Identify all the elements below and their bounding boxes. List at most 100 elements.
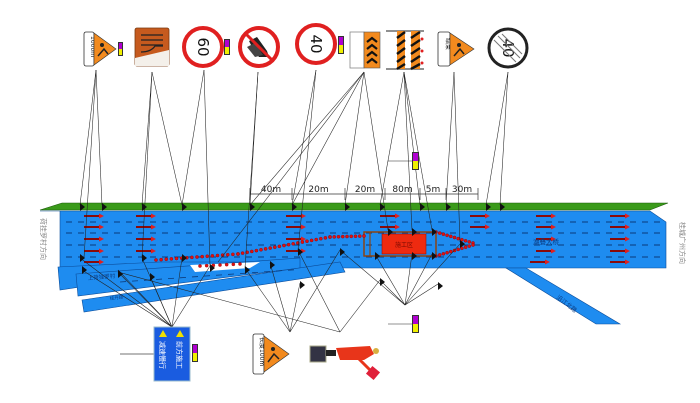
warning-light-icon [339,37,343,45]
traffic-cone [254,248,259,253]
distance-plate-text: 1000m [89,36,96,57]
sign-post-marker [298,248,303,256]
leader-line [403,71,421,206]
traffic-cone [198,264,202,268]
sign-post-marker [150,273,155,281]
traffic-cone [190,255,194,260]
traffic-arrow [610,259,630,265]
sign-post-marker [142,254,147,262]
leader-line [83,69,97,259]
traffic-cone [328,235,332,239]
leader-line [181,69,205,206]
sign-lane-guide[interactable] [134,27,170,67]
traffic-arrow [136,224,156,230]
sign-no-overtaking[interactable] [238,26,280,68]
leader-line [117,269,173,328]
distance-label: 5m [426,185,441,195]
sign-posts [80,203,505,290]
leader-line [244,71,259,269]
traffic-arrow [536,236,556,242]
speed-limit-value: 40 [307,34,325,53]
traffic-cone [225,252,230,257]
leader-line [217,71,365,263]
sign-post-marker [118,270,123,278]
sign-post-marker [486,203,491,211]
sign-work-end[interactable]: 结束 [437,31,475,67]
striped-barrier-icon [396,30,421,71]
warning-light-lower [388,315,419,333]
sign-post-marker [142,203,147,211]
leader-line [171,265,211,328]
leader-line [339,279,381,333]
leader-line [151,71,183,206]
board-line-1: 前方施工 [175,341,184,369]
sign-speed-60[interactable]: 60 [182,26,230,68]
leader-line [404,283,439,306]
median-strip [39,202,669,211]
sign-post-marker [438,282,443,290]
traffic-cone [268,246,272,250]
leader-line [339,249,406,306]
traffic-arrow [136,248,156,254]
warning-light-icon [119,43,122,49]
traffic-cone [437,231,442,235]
sign-speed-40[interactable]: 40 [295,23,344,65]
sign-road-work-ahead-slow[interactable]: 前方施工 减速慢行 [120,326,198,382]
sign-work-ahead-100m[interactable]: 长度100m [252,333,290,375]
leader-line [141,71,153,259]
construction-worker-icon [449,32,475,66]
traffic-cone [273,245,277,249]
traffic-arrow [84,248,104,254]
traffic-cone [460,246,464,251]
traffic-cone [456,247,460,252]
sign-end-speed-40[interactable]: 40 [487,27,529,69]
traffic-cone [445,233,449,238]
traffic-cone [319,236,323,241]
traffic-cone [362,234,366,238]
sign-chevron-guide[interactable] [349,31,381,69]
traffic-cone [471,243,475,247]
direction-label-left: 荷挂罗村方向 [39,218,48,260]
traffic-arrow [536,213,556,219]
traffic-cone [452,235,457,240]
sign-post-marker [102,203,107,211]
sign-post-marker [500,203,505,211]
sign-post-marker [446,203,451,211]
flagman-robot[interactable] [309,345,381,381]
traffic-arrow [380,224,400,230]
traffic-cone [238,262,242,266]
lane-merge-icon [140,34,163,53]
leader-line [244,267,291,333]
sign-post-marker [270,261,275,269]
sign-work-ahead-1000m[interactable]: 1000m [83,31,123,67]
traffic-cone [164,257,168,261]
leader-line [79,69,97,206]
traffic-cone [349,234,353,239]
traffic-arrow [286,213,306,219]
traffic-cone [449,234,453,239]
traffic-cone [300,240,305,244]
distance-label: 30m [452,185,472,195]
sign-post-marker [432,252,437,260]
traffic-arrow [536,224,556,230]
leader-line [499,71,509,206]
leader-lines [79,69,509,333]
traffic-cone [231,262,236,267]
work-zone: 施工区 [363,231,437,257]
traffic-cone [236,252,240,256]
traffic-arrow [84,236,104,242]
traffic-arrow [84,259,104,265]
leader-line [141,71,153,206]
leader-line [379,279,406,306]
leader-line [95,69,103,206]
traffic-arrow [136,236,156,242]
sign-barrier-board[interactable] [386,30,424,71]
end-plate-text: 结束 [444,38,452,50]
traffic-cone [345,234,349,239]
leader-line [404,243,461,306]
traffic-cone [154,258,158,262]
leader-line [79,257,173,328]
traffic-arrows [84,213,630,265]
